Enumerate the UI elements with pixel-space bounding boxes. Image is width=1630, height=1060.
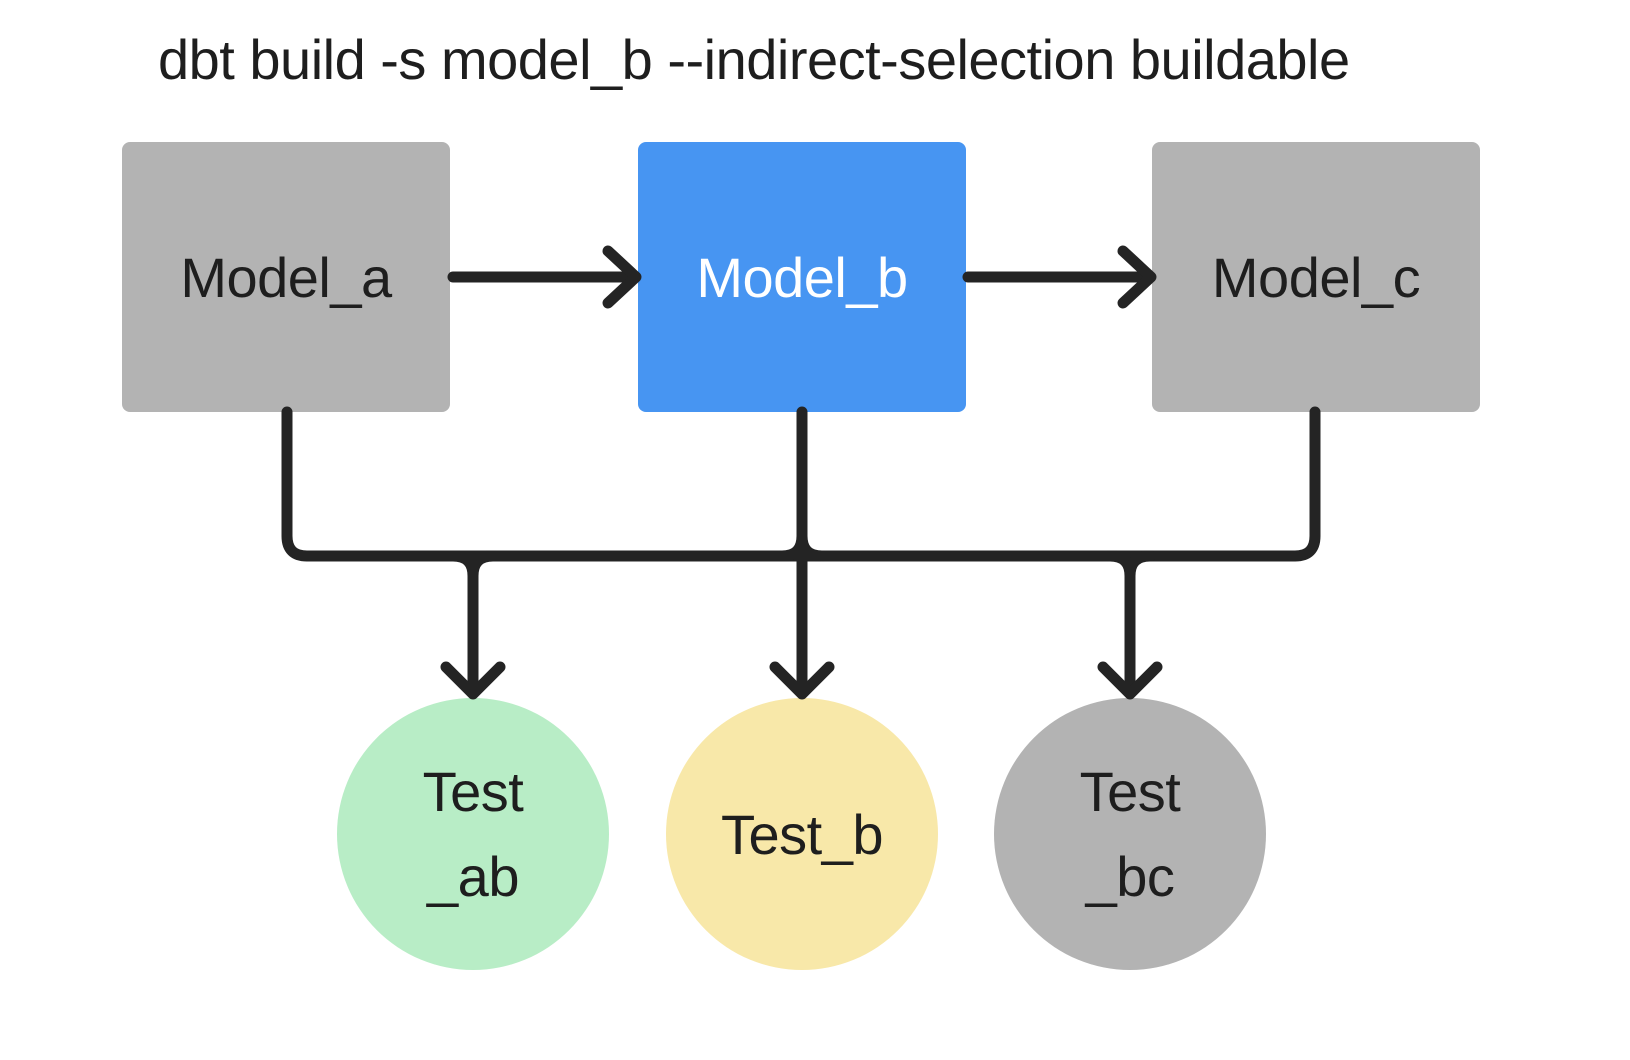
test-node-ab[interactable]: Test _ab xyxy=(337,698,609,970)
arrow-down-icon-test-ab xyxy=(440,661,506,700)
test-b-label: Test_b xyxy=(721,802,884,866)
edge-trunk-models-to-tests xyxy=(281,406,1321,562)
model-node-b-selected[interactable]: Model_b xyxy=(638,142,966,412)
junction-fillet-model-b xyxy=(776,530,828,562)
arrow-down-icon-test-bc xyxy=(1097,661,1163,700)
model-node-a[interactable]: Model_a xyxy=(122,142,450,412)
model-b-label: Model_b xyxy=(696,245,908,309)
junction-fillet-test-ab xyxy=(467,550,499,582)
diagram-title: dbt build -s model_b --indirect-selectio… xyxy=(158,28,1350,91)
edge-branch-to-test-ab xyxy=(447,550,479,694)
test-node-b[interactable]: Test_b xyxy=(666,698,938,970)
test-ab-label-line2: _ab xyxy=(427,845,519,908)
model-c-label: Model_c xyxy=(1211,245,1421,309)
test-node-bc[interactable]: Test _bc xyxy=(994,698,1266,970)
arrow-right-icon-b-to-c xyxy=(1117,245,1157,309)
test-bc-label-line1: Test xyxy=(1079,760,1181,823)
edge-branch-to-test-bc xyxy=(1104,550,1136,694)
test-bc-label-line2: _bc xyxy=(1085,845,1175,908)
test-ab-label-line1: Test xyxy=(422,760,524,823)
model-a-label: Model_a xyxy=(180,245,392,309)
arrow-right-icon-a-to-b xyxy=(602,245,642,309)
arrow-down-icon-test-b xyxy=(769,661,835,700)
model-node-c[interactable]: Model_c xyxy=(1152,142,1480,412)
junction-fillet-test-bc xyxy=(1124,550,1156,582)
